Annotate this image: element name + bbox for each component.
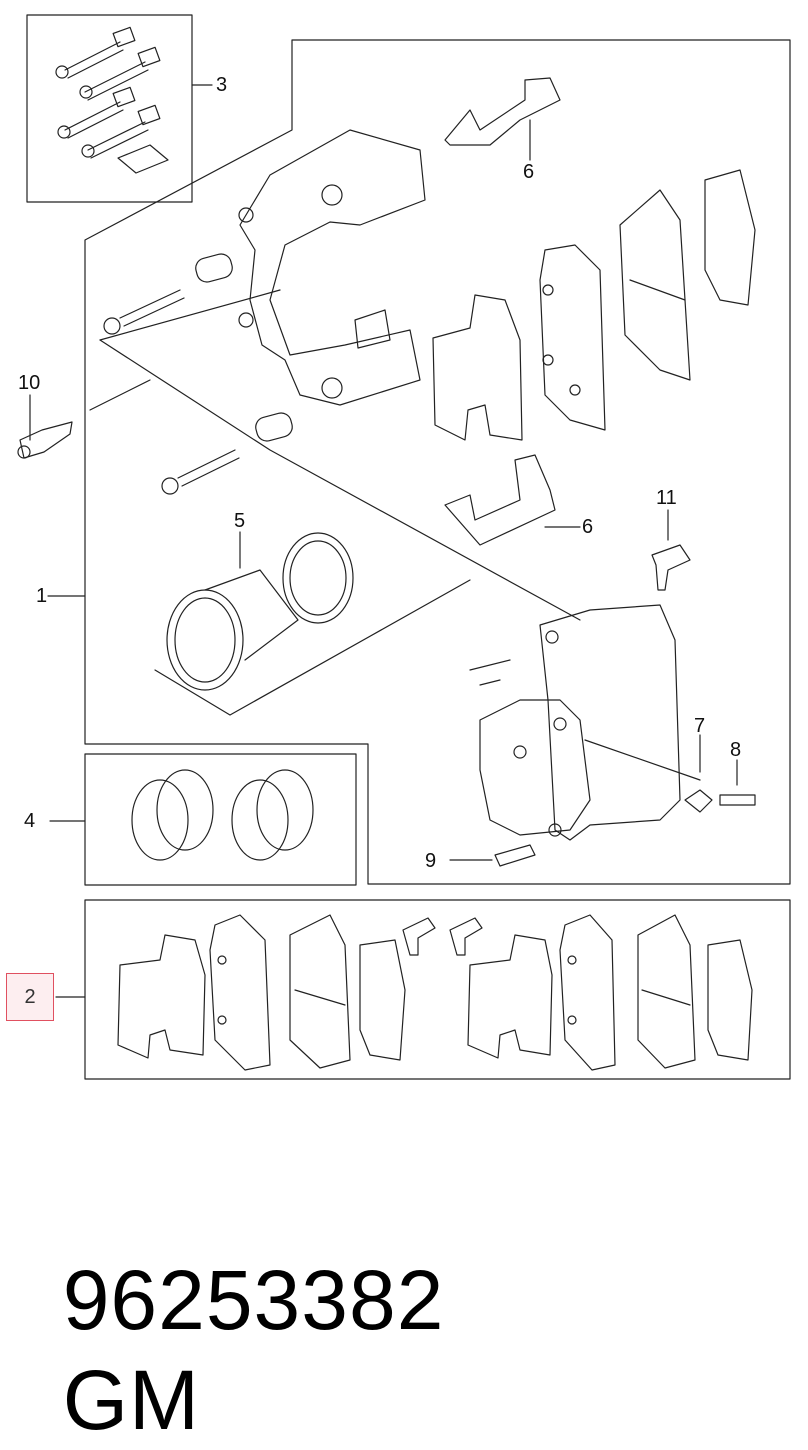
guide-pin-upper <box>103 253 233 335</box>
bleeder-screw <box>684 734 756 813</box>
anti-rattle-clip-lower <box>444 454 581 546</box>
caliper-bracket <box>238 129 426 406</box>
caliper-piston <box>154 531 471 716</box>
callout-1: 1 <box>36 585 48 607</box>
footer: 96253382 GM <box>14 1150 804 1447</box>
callout-5: 5 <box>234 510 246 532</box>
callout-6-lower: 6 <box>582 516 594 538</box>
anti-rattle-clip-upper <box>444 77 561 161</box>
guide-pin-lower <box>161 412 293 495</box>
callout-9: 9 <box>425 850 437 872</box>
seal-kit-box <box>49 753 357 886</box>
callout-7: 7 <box>694 715 706 737</box>
callout-4: 4 <box>24 810 36 832</box>
callout-10: 10 <box>18 372 41 394</box>
callout-6-upper: 6 <box>523 161 535 183</box>
pad-set-right <box>467 914 753 1071</box>
callout-3: 3 <box>216 74 228 96</box>
callout-11: 11 <box>656 487 677 509</box>
caliper-housing <box>469 604 701 841</box>
caliper-assembly-box <box>84 39 791 885</box>
part-number: 96253382 <box>62 1253 445 1347</box>
guide-pin-set <box>55 26 169 174</box>
brand-name: GM <box>62 1353 200 1447</box>
callout-2-highlighted[interactable]: 2 <box>6 973 54 1021</box>
brake-hose-bracket <box>651 509 691 591</box>
caliper-bolt <box>449 844 536 867</box>
pin-kit-box <box>26 14 213 203</box>
mounting-bolt <box>17 394 73 459</box>
shim-clips <box>402 917 483 956</box>
pad-set-upper <box>432 169 756 441</box>
brake-pad-set-box <box>55 899 791 1080</box>
pad-set-left <box>117 914 406 1071</box>
brake-caliper-exploded-diagram <box>17 14 791 1080</box>
callout-8: 8 <box>730 739 742 761</box>
